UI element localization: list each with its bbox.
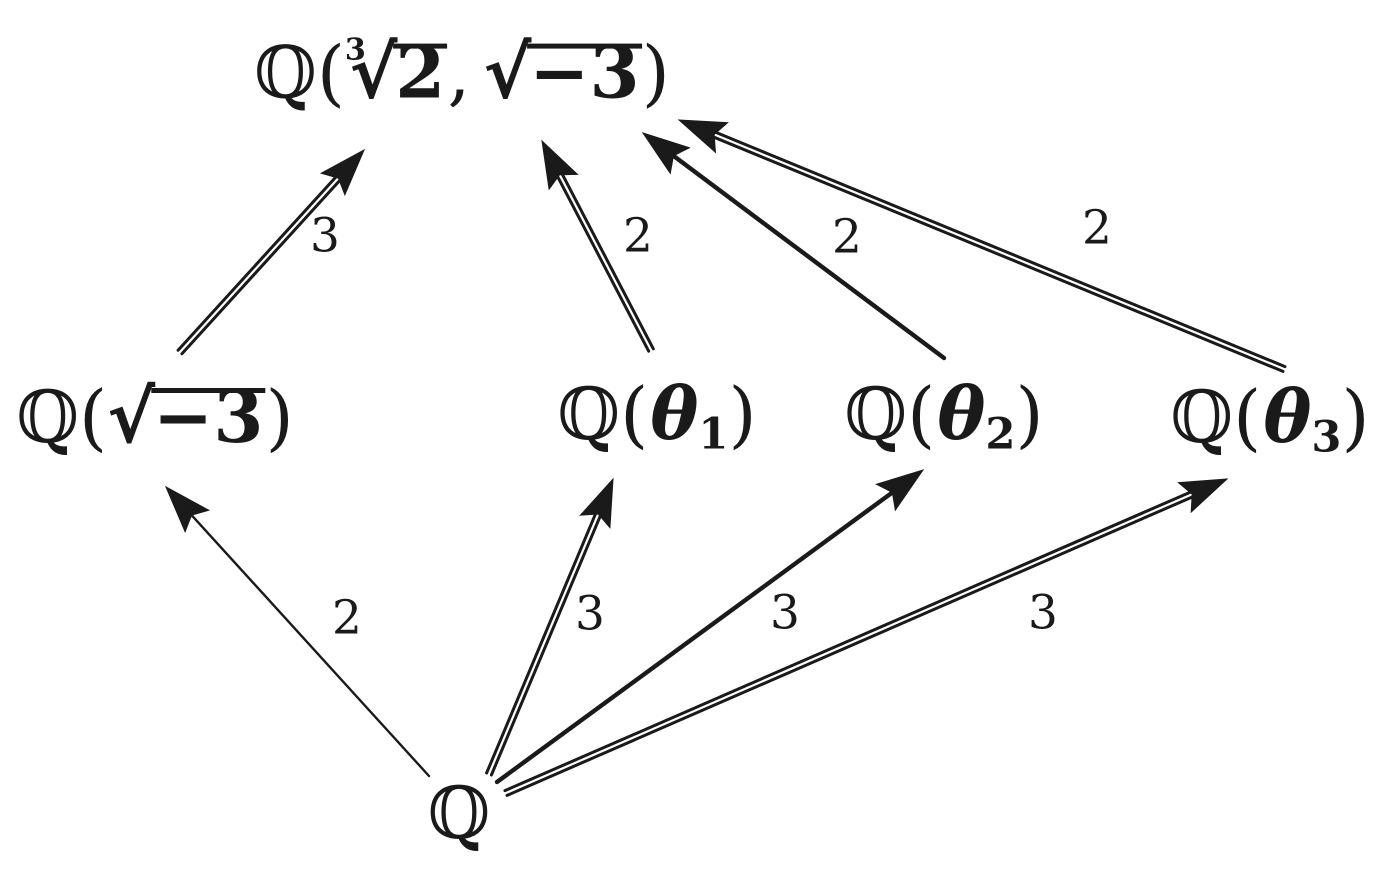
open-paren: ( (620, 372, 649, 457)
edge-label-degree: 3 (1028, 585, 1058, 641)
edge-label-degree: 2 (623, 208, 653, 264)
edge-label-degree: 3 (310, 208, 340, 264)
theta-symbol: θ (650, 371, 699, 457)
subscript-2: 2 (985, 408, 1016, 460)
radical-sign: √ (483, 30, 532, 115)
blackboard-q: ℚ (844, 372, 908, 457)
edge-qtheta3-to-top (677, 119, 1287, 373)
theta-symbol: θ (937, 371, 986, 457)
edge-base-to-qtheta2 (494, 469, 925, 785)
node-q-theta-3: ℚ(θ3) (1170, 381, 1369, 459)
node-q-sqrt-neg3: ℚ(√−3) (16, 381, 293, 453)
radicand-neg3: −3 (150, 381, 266, 452)
edge-label-degree: 2 (1082, 200, 1112, 256)
edge-label-degree: 2 (832, 209, 862, 265)
open-paren: ( (79, 375, 108, 459)
radicand-2: 2 (393, 36, 448, 108)
node-q-theta-1: ℚ(θ1) (557, 378, 756, 456)
subscript-1: 1 (698, 408, 729, 460)
blackboard-q: ℚ (16, 375, 80, 459)
edge-qtheta2-to-top (641, 132, 947, 361)
open-paren: ( (1233, 375, 1262, 460)
edge-label-degree: 2 (332, 590, 362, 646)
node-q-base: ℚ (428, 777, 491, 849)
radical-sign: √ (349, 30, 398, 115)
radical-sign: √ (107, 375, 156, 459)
cube-root-index: 3 (344, 32, 366, 68)
edge-base-to-qtheta3 (503, 478, 1229, 797)
node-q-theta-2: ℚ(θ2) (844, 378, 1043, 456)
comma: , (447, 30, 471, 115)
edge-qtheta1-to-top (541, 139, 655, 353)
theta-symbol: θ (1263, 374, 1312, 460)
blackboard-q: ℚ (1170, 375, 1234, 460)
close-paren: ) (265, 375, 294, 459)
edge-qsqrtm3-to-top (176, 148, 366, 356)
node-q-cbrt2-sqrt-neg3: ℚ(3√2,√−3) (254, 32, 670, 108)
open-paren: ( (316, 30, 345, 115)
close-paren: ) (728, 372, 757, 457)
blackboard-q: ℚ (254, 30, 317, 115)
radicand-neg3: −3 (527, 36, 642, 108)
open-paren: ( (907, 372, 936, 457)
blackboard-q: ℚ (557, 372, 621, 457)
edge-label-degree: 3 (770, 585, 800, 641)
close-paren: ) (1341, 375, 1370, 460)
edge-label-degree: 3 (575, 586, 605, 642)
subscript-3: 3 (1311, 411, 1342, 463)
blackboard-q: ℚ (427, 771, 491, 855)
close-paren: ) (641, 30, 670, 115)
edge-base-to-qtheta1 (485, 477, 614, 777)
close-paren: ) (1015, 372, 1044, 457)
edge-base-to-qsqrtm3 (164, 485, 431, 778)
